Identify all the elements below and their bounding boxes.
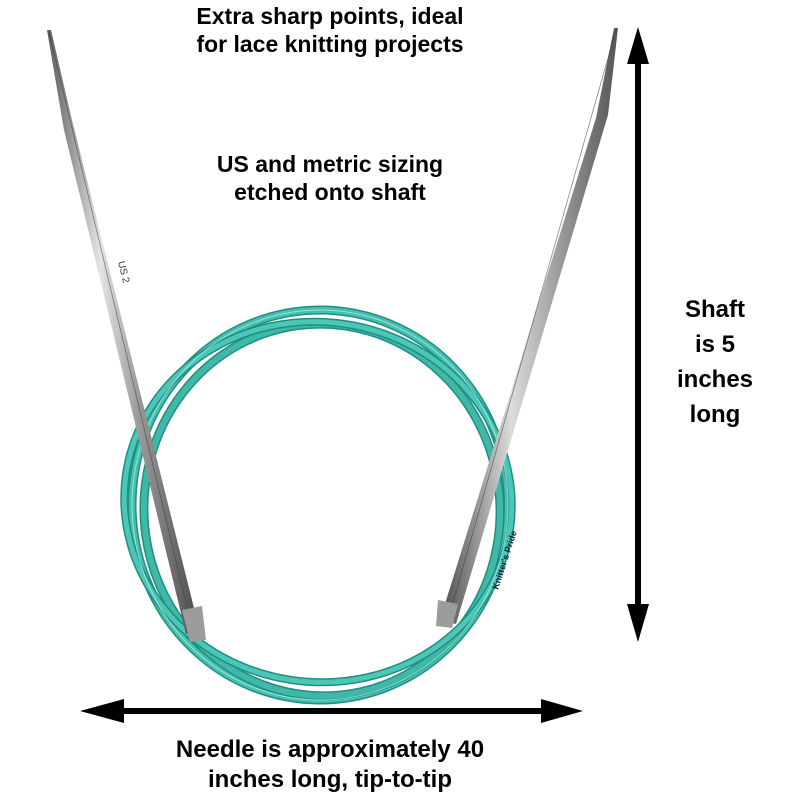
left-needle-etching: US 2 — [115, 260, 131, 285]
caption-line: Needle is approximately 40 — [175, 736, 485, 763]
caption-line: US and metric sizing — [216, 151, 444, 177]
caption-line: Extra sharp points, ideal — [196, 3, 464, 29]
caption-line: is 5 — [694, 331, 736, 358]
caption-line: long — [689, 401, 741, 428]
caption-shaft-length: Shaft is 5 inches long — [655, 292, 775, 432]
caption-line: inches — [676, 366, 754, 393]
caption-line: etched onto shaft — [234, 179, 426, 205]
caption-needle-length: Needle is approximately 40 inches long, … — [60, 735, 600, 795]
left-needle-tip: US 2 — [47, 30, 206, 642]
caption-line: for lace knitting projects — [196, 31, 464, 57]
right-needle-tip — [436, 28, 618, 628]
shaft-length-arrow — [627, 27, 649, 642]
caption-line: inches long, tip-to-tip — [208, 766, 452, 793]
cable — [120, 305, 516, 705]
caption-sharp-points: Extra sharp points, ideal for lace knitt… — [140, 2, 520, 58]
needle-length-arrow — [80, 699, 583, 723]
caption-sizing: US and metric sizing etched onto shaft — [170, 150, 490, 206]
caption-line: Shaft — [685, 296, 745, 323]
